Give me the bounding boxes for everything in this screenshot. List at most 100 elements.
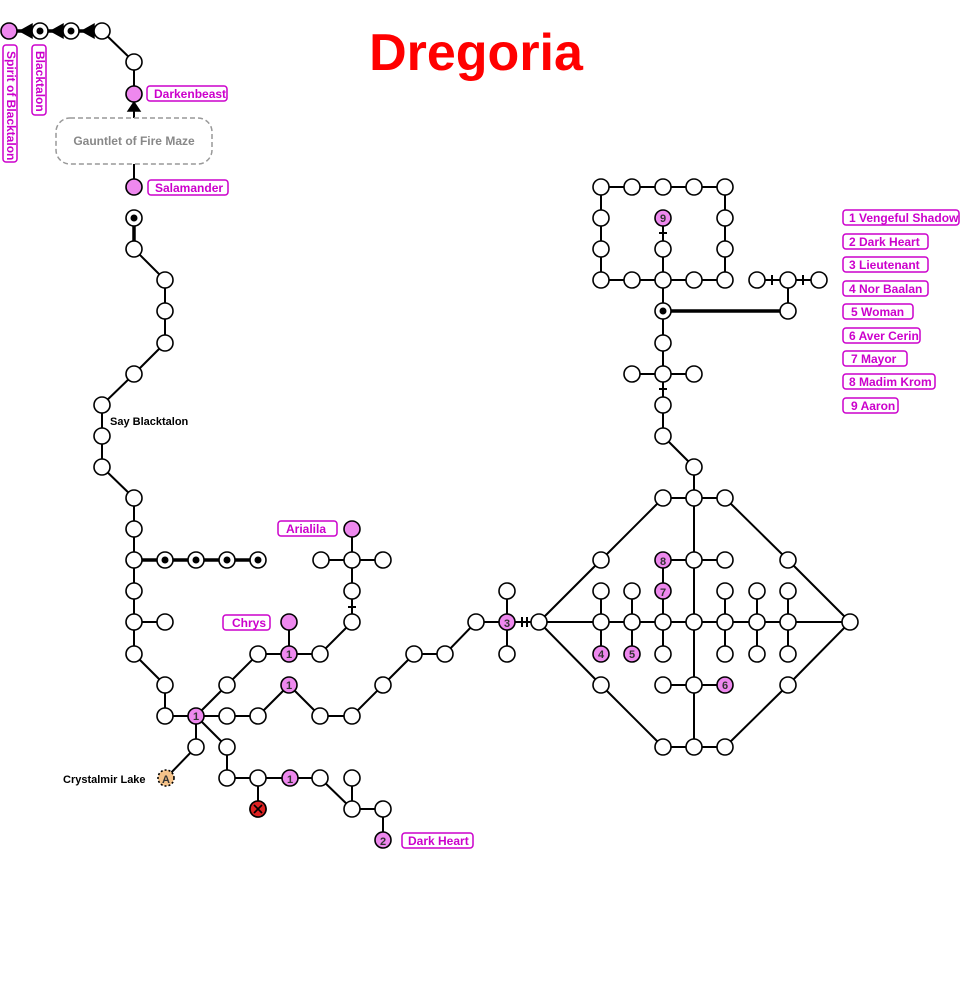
room-g7[interactable] [405, 645, 423, 663]
room-h3[interactable] [249, 769, 267, 787]
room-q14[interactable] [654, 271, 672, 289]
room-y8[interactable] [779, 613, 797, 631]
room-e1[interactable] [187, 707, 205, 725]
room-q4[interactable] [685, 178, 703, 196]
room-q11[interactable] [654, 240, 672, 258]
room-d12[interactable] [156, 676, 174, 694]
room-b3[interactable] [125, 178, 143, 196]
room-f9[interactable] [343, 520, 361, 538]
room-v1[interactable] [592, 582, 610, 600]
room-u9[interactable] [654, 738, 672, 756]
room-q7[interactable] [716, 209, 734, 227]
room-h6[interactable] [311, 769, 329, 787]
room-h8[interactable] [343, 800, 361, 818]
room-f7[interactable] [343, 582, 361, 600]
room-z9[interactable] [779, 302, 797, 320]
room-w7[interactable] [654, 582, 672, 600]
room-z4[interactable] [654, 365, 672, 383]
room-c2[interactable] [156, 302, 174, 320]
room-b5[interactable] [125, 240, 143, 258]
room-z6[interactable] [685, 365, 703, 383]
room-x2[interactable] [716, 551, 734, 569]
room-c4[interactable] [125, 365, 143, 383]
room-y7[interactable] [779, 582, 797, 600]
room-c1[interactable] [156, 271, 174, 289]
room-e3[interactable] [157, 769, 175, 787]
room-k2[interactable] [779, 271, 797, 289]
room-q9[interactable] [592, 240, 610, 258]
room-y4[interactable] [748, 582, 766, 600]
room-w8[interactable] [654, 551, 672, 569]
room-c5[interactable] [93, 396, 111, 414]
room-g2[interactable] [249, 707, 267, 725]
room-h1[interactable] [218, 738, 236, 756]
room-w9[interactable] [654, 613, 672, 631]
room-v2[interactable] [592, 613, 610, 631]
room-t3[interactable] [498, 613, 516, 631]
room-f10[interactable] [312, 551, 330, 569]
room-g4[interactable] [311, 707, 329, 725]
room-g8[interactable] [436, 645, 454, 663]
room-z3[interactable] [654, 396, 672, 414]
room-g5[interactable] [343, 707, 361, 725]
room-g9[interactable] [467, 613, 485, 631]
room-q12[interactable] [592, 271, 610, 289]
room-d8[interactable] [125, 582, 143, 600]
room-q2[interactable] [623, 178, 641, 196]
room-f6[interactable] [343, 613, 361, 631]
room-v6[interactable] [623, 613, 641, 631]
room-q8[interactable] [654, 209, 672, 227]
room-x6[interactable] [716, 676, 734, 694]
room-b2[interactable] [125, 85, 143, 103]
room-z1[interactable] [685, 458, 703, 476]
room-y2[interactable] [716, 613, 734, 631]
room-u2[interactable] [592, 676, 610, 694]
room-v7[interactable] [623, 645, 641, 663]
room-u11[interactable] [716, 738, 734, 756]
room-u1[interactable] [592, 551, 610, 569]
room-b1[interactable] [125, 53, 143, 71]
room-d3[interactable] [125, 551, 143, 569]
room-g6[interactable] [374, 676, 392, 694]
room-f1[interactable] [218, 676, 236, 694]
room-k3[interactable] [810, 271, 828, 289]
room-z5[interactable] [623, 365, 641, 383]
room-c6[interactable] [93, 427, 111, 445]
room-d2[interactable] [125, 520, 143, 538]
room-x1[interactable] [685, 551, 703, 569]
room-u8[interactable] [779, 676, 797, 694]
room-f5[interactable] [311, 645, 329, 663]
gauntlet-maze-box[interactable] [55, 117, 213, 165]
room-u7[interactable] [841, 613, 859, 631]
room-d13[interactable] [156, 707, 174, 725]
room-q1[interactable] [592, 178, 610, 196]
room-g3[interactable] [280, 676, 298, 694]
room-q5[interactable] [716, 178, 734, 196]
room-y3[interactable] [716, 645, 734, 663]
room-y5[interactable] [748, 613, 766, 631]
room-e2[interactable] [187, 738, 205, 756]
room-h9[interactable] [374, 800, 392, 818]
room-y9[interactable] [779, 645, 797, 663]
room-h10[interactable] [374, 831, 392, 849]
room-h7[interactable] [343, 769, 361, 787]
room-z2[interactable] [654, 427, 672, 445]
room-d9[interactable] [125, 613, 143, 631]
room-q6[interactable] [592, 209, 610, 227]
room-y1[interactable] [716, 582, 734, 600]
room-d10[interactable] [156, 613, 174, 631]
room-x4[interactable] [685, 676, 703, 694]
room-w10[interactable] [654, 645, 672, 663]
room-h2[interactable] [218, 769, 236, 787]
room-q3[interactable] [654, 178, 672, 196]
room-f4[interactable] [280, 613, 298, 631]
room-t0[interactable] [530, 613, 548, 631]
room-u3[interactable] [654, 489, 672, 507]
room-q16[interactable] [716, 271, 734, 289]
room-u10[interactable] [685, 738, 703, 756]
room-x5[interactable] [654, 676, 672, 694]
room-a4[interactable] [93, 22, 111, 40]
room-u4[interactable] [685, 489, 703, 507]
room-f3[interactable] [280, 645, 298, 663]
room-x3[interactable] [685, 613, 703, 631]
